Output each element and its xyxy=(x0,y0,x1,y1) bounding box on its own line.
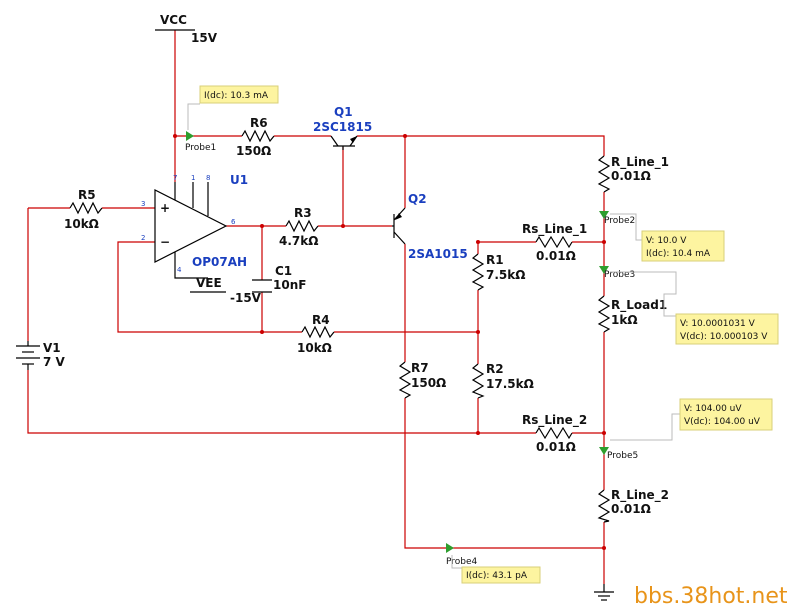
pin-7-label: 7 xyxy=(173,174,177,182)
probe-2[interactable]: Probe2 xyxy=(599,211,635,226)
junction-dots xyxy=(173,134,606,550)
pin-8-label: 8 xyxy=(206,174,210,182)
probe-2-readout-line2: I(dc): 10.4 mA xyxy=(646,249,711,259)
vcc-symbol[interactable]: VCC 15V xyxy=(155,13,218,45)
u1-name: U1 xyxy=(230,173,248,187)
resistor-r3[interactable]: R3 4.7kΩ xyxy=(279,206,319,248)
probe-2-label: Probe2 xyxy=(604,216,635,226)
probe-2-readout: V: 10.0 V I(dc): 10.4 mA xyxy=(610,213,725,262)
r2-value: 17.5kΩ xyxy=(486,377,534,391)
resistor-r6[interactable]: R6 150Ω xyxy=(236,116,275,158)
probe-4-readout-line1: I(dc): 43.1 pA xyxy=(466,571,528,581)
probe-3-readout: V: 10.0001031 V V(dc): 10.000103 V xyxy=(610,271,779,345)
r5-value: 10kΩ xyxy=(64,217,99,231)
r-line-2-name: R_Line_2 xyxy=(611,488,669,503)
probe-1-readout: I(dc): 10.3 mA xyxy=(187,85,279,130)
pin-3-label: 3 xyxy=(141,200,145,208)
probe-2-readout-line1: V: 10.0 V xyxy=(646,236,687,246)
pin-2-label: 2 xyxy=(141,234,145,242)
c1-name: C1 xyxy=(275,264,292,278)
opamp-u1[interactable]: + − 7 1 8 3 2 6 4 U1 OP07AH xyxy=(141,173,248,279)
r4-name: R4 xyxy=(312,313,330,327)
rs-line-1-name: Rs_Line_1 xyxy=(522,222,587,237)
q2-name: Q2 xyxy=(408,192,427,206)
probe-5-readout-line2: V(dc): 104.00 uV xyxy=(684,417,761,427)
r6-name: R6 xyxy=(250,116,268,130)
r1-value: 7.5kΩ xyxy=(486,268,525,282)
r-load1-name: R_Load1 xyxy=(611,298,667,313)
q1-name: Q1 xyxy=(334,105,353,119)
resistor-r-load1[interactable]: R_Load1 1kΩ xyxy=(597,295,667,333)
r3-value: 4.7kΩ xyxy=(279,234,318,248)
vcc-label: VCC xyxy=(160,13,187,27)
probe-4-readout: I(dc): 43.1 pA xyxy=(451,555,541,584)
resistor-rs-line-2[interactable]: Rs_Line_2 0.01Ω xyxy=(522,413,587,454)
r7-value: 150Ω xyxy=(411,376,446,390)
probe-4-label: Probe4 xyxy=(446,557,478,567)
probe-5-label: Probe5 xyxy=(607,451,638,461)
v1-name: V1 xyxy=(43,341,61,355)
r2-name: R2 xyxy=(486,362,504,376)
r4-value: 10kΩ xyxy=(297,341,332,355)
vee-label: VEE xyxy=(196,276,222,290)
rs-line-2-value: 0.01Ω xyxy=(536,440,576,454)
r-line-1-value: 0.01Ω xyxy=(611,169,651,183)
voltage-source-v1[interactable]: V1 7 V xyxy=(16,341,66,370)
watermark: bbs.38hot.net xyxy=(634,584,788,609)
probe-5-readout-line1: V: 104.00 uV xyxy=(684,404,742,414)
resistor-rs-line-1[interactable]: Rs_Line_1 0.01Ω xyxy=(522,222,587,263)
r6-value: 150Ω xyxy=(236,144,271,158)
resistor-r4[interactable]: R4 10kΩ xyxy=(297,313,335,355)
ground-symbol[interactable] xyxy=(594,584,614,601)
resistor-r-line-2[interactable]: R_Line_2 0.01Ω xyxy=(597,488,669,523)
r3-name: R3 xyxy=(294,206,312,220)
resistor-r2[interactable]: R2 17.5kΩ xyxy=(471,362,534,399)
v1-value: 7 V xyxy=(43,355,66,369)
r7-name: R7 xyxy=(411,361,429,375)
probe-1-readout-line1: I(dc): 10.3 mA xyxy=(204,91,269,101)
probe-3-label: Probe3 xyxy=(604,270,635,280)
r5-name: R5 xyxy=(78,188,96,202)
q1-part: 2SC1815 xyxy=(313,120,372,134)
probe-1[interactable]: Probe1 xyxy=(185,131,216,153)
resistor-r-line-1[interactable]: R_Line_1 0.01Ω xyxy=(597,155,669,193)
pin-6-label: 6 xyxy=(231,218,236,226)
rs-line-1-value: 0.01Ω xyxy=(536,249,576,263)
svg-text:−: − xyxy=(160,235,170,249)
resistor-r1[interactable]: R1 7.5kΩ xyxy=(471,253,525,291)
probe-5-readout: V: 104.00 uV V(dc): 104.00 uV xyxy=(610,398,773,441)
resistor-r5[interactable]: R5 10kΩ xyxy=(64,188,103,231)
r-load1-value: 1kΩ xyxy=(611,313,638,327)
probe-5[interactable]: Probe5 xyxy=(599,447,638,461)
c1-value: 10nF xyxy=(273,278,306,292)
svg-text:+: + xyxy=(160,201,170,215)
probe-3-readout-line1: V: 10.0001031 V xyxy=(680,319,756,329)
resistor-r7[interactable]: R7 150Ω xyxy=(398,361,446,399)
wires xyxy=(27,30,605,584)
pin-4-label: 4 xyxy=(177,266,182,274)
probe-1-label: Probe1 xyxy=(185,143,216,153)
r-line-1-name: R_Line_1 xyxy=(611,155,669,170)
vcc-value: 15V xyxy=(191,31,218,45)
probe-3-readout-line2: V(dc): 10.000103 V xyxy=(680,332,768,342)
r1-name: R1 xyxy=(486,253,504,267)
transistor-q1[interactable]: Q1 2SC1815 xyxy=(313,105,372,150)
u1-part: OP07AH xyxy=(192,255,247,269)
r-line-2-value: 0.01Ω xyxy=(611,502,651,516)
q2-part: 2SA1015 xyxy=(408,247,468,261)
capacitor-c1[interactable]: C1 10nF xyxy=(252,264,306,293)
probe-3[interactable]: Probe3 xyxy=(599,266,635,280)
vee-value: -15V xyxy=(230,291,262,305)
probe-4[interactable]: Probe4 xyxy=(446,543,478,567)
pin-1-label: 1 xyxy=(191,174,195,182)
rs-line-2-name: Rs_Line_2 xyxy=(522,413,587,428)
transistor-q2[interactable]: Q2 2SA1015 xyxy=(392,192,468,261)
vee-symbol[interactable]: VEE -15V xyxy=(190,276,262,305)
